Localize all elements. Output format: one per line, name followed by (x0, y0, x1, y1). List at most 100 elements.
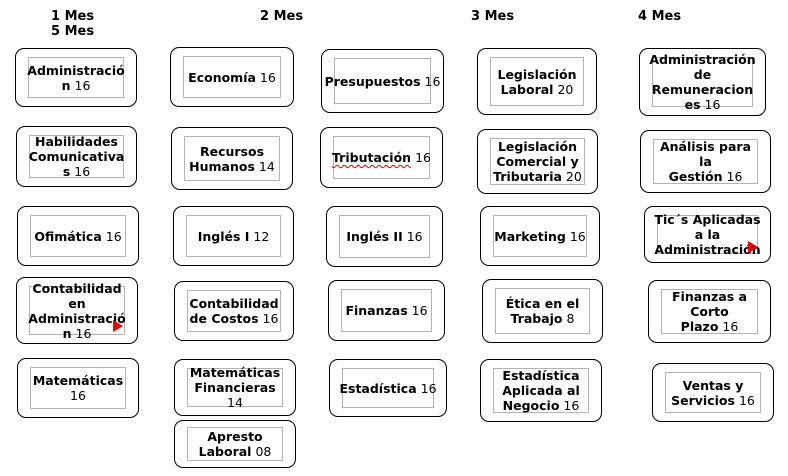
course-card-finanzas: Finanzas 16 (328, 280, 445, 341)
course-hours: 16 (406, 229, 423, 244)
course-title-line: Administració (28, 310, 126, 326)
course-title-line: Servicios (671, 392, 735, 408)
course-title-line: es (684, 97, 701, 112)
course-hours: 16 (704, 97, 721, 112)
header-month-3: 3 Mes (471, 9, 515, 24)
header-month-2: 2 Mes (260, 9, 304, 24)
course-hours: 12 (253, 228, 270, 244)
course-title-line: Corto Plazo (680, 304, 729, 334)
course-hours: 16 (569, 228, 586, 244)
course-title-line: Negocio (502, 398, 560, 413)
course-label-box: Economía 16 (183, 56, 281, 98)
course-title-line: Legislación (497, 139, 577, 154)
course-title-line: Legislación (497, 66, 577, 82)
course-title-line: Análisis para la (659, 139, 752, 169)
red-marker-icon (113, 320, 123, 332)
course-title-line: Ventas y (682, 377, 744, 393)
red-marker-icon (748, 241, 758, 253)
course-title-line: Inglés II (346, 229, 403, 244)
course-card-estadistica: Estadística 16 (329, 359, 447, 417)
course-title-line: Tributación (332, 150, 412, 165)
course-title-line: Tributaria (493, 169, 562, 184)
course-title-line: Comercial y (496, 154, 579, 169)
course-hours: 16 (726, 169, 743, 184)
course-title-line: Remuneracion (651, 82, 754, 97)
course-label-box: Tributación 16 (332, 136, 431, 179)
course-title-line: n (62, 325, 72, 341)
course-title: Ofimática 16 (34, 229, 121, 244)
course-hours: 16 (722, 319, 739, 334)
course-title: Inglés I 12 (198, 229, 270, 244)
course-title-line: Recursos (199, 143, 265, 159)
course-hours: 14 (227, 395, 243, 410)
course-title-line: Presupuestos (324, 73, 421, 89)
course-hours: 16 (738, 392, 755, 408)
course-title-line: Tic´s Aplicadas (654, 212, 761, 227)
course-title: Tributación 16 (332, 150, 431, 165)
course-hours: 16 (74, 77, 91, 93)
course-title-line: Finanzas (345, 303, 408, 318)
course-title: Marketing 16 (494, 229, 586, 244)
course-title-line: Matemáticas (32, 373, 124, 388)
course-hours: 16 (105, 228, 122, 244)
course-title-line: a la (694, 227, 721, 242)
course-title-line: Financieras (194, 380, 276, 395)
course-title: Presupuestos 16 (325, 74, 441, 89)
course-title-line: Contabilidad (32, 280, 122, 296)
course-title: Estadística 16 (339, 381, 436, 396)
course-card-presupuestos: Presupuestos 16 (321, 49, 444, 113)
course-label-box: Marketing 16 (493, 215, 587, 257)
course-title-line: Ofimática (34, 228, 102, 244)
course-hours: 16 (415, 150, 431, 165)
course-label-box: Inglés II 16 (339, 215, 430, 258)
course-title-line: Apresto (207, 429, 263, 444)
course-hours: 16 (420, 380, 437, 396)
course-title-line: Aplicada al (502, 383, 580, 398)
course-label-box: Ofimática 16 (30, 215, 126, 257)
course-label-box: Finanzas 16 (341, 289, 432, 332)
course-title-line: Matemáticas (189, 365, 281, 380)
course-hours: 14 (258, 158, 275, 174)
course-card-economia: Economía 16 (170, 47, 294, 107)
course-title: Inglés II 16 (346, 229, 422, 244)
course-title-line: Gestión (668, 169, 723, 184)
course-title-line: Economía (188, 69, 256, 85)
course-title: Economía 16 (188, 70, 276, 85)
course-card-marketing: Marketing 16 (480, 206, 600, 266)
course-title: Finanzas 16 (345, 303, 427, 318)
header-month-1-5: 1 Mes 5 Mes (51, 9, 95, 39)
